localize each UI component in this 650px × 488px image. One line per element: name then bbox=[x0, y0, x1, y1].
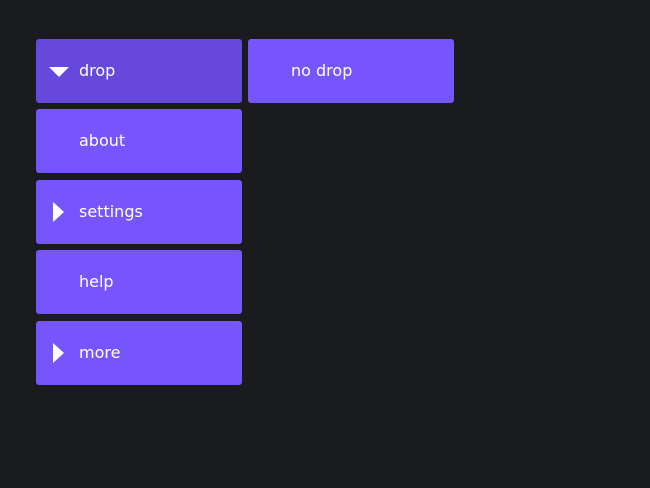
menu-item-help-label: help bbox=[79, 272, 114, 291]
menu-item-more[interactable]: more bbox=[36, 321, 242, 385]
no-drop-label: no drop bbox=[291, 61, 353, 80]
menu-item-about-label: about bbox=[79, 131, 126, 150]
menu-item-settings-label: settings bbox=[79, 202, 143, 221]
drop-menu-button[interactable]: drop bbox=[36, 39, 242, 103]
drop-menu-label: drop bbox=[79, 61, 116, 80]
menu-item-settings[interactable]: settings bbox=[36, 180, 242, 244]
chevron-right-icon bbox=[53, 343, 64, 363]
menu-item-about[interactable]: about bbox=[36, 109, 242, 173]
chevron-down-icon bbox=[49, 67, 69, 77]
chevron-right-icon bbox=[53, 202, 64, 222]
menu-item-more-label: more bbox=[79, 343, 121, 362]
no-drop-button[interactable]: no drop bbox=[248, 39, 454, 103]
menu-item-help[interactable]: help bbox=[36, 250, 242, 314]
